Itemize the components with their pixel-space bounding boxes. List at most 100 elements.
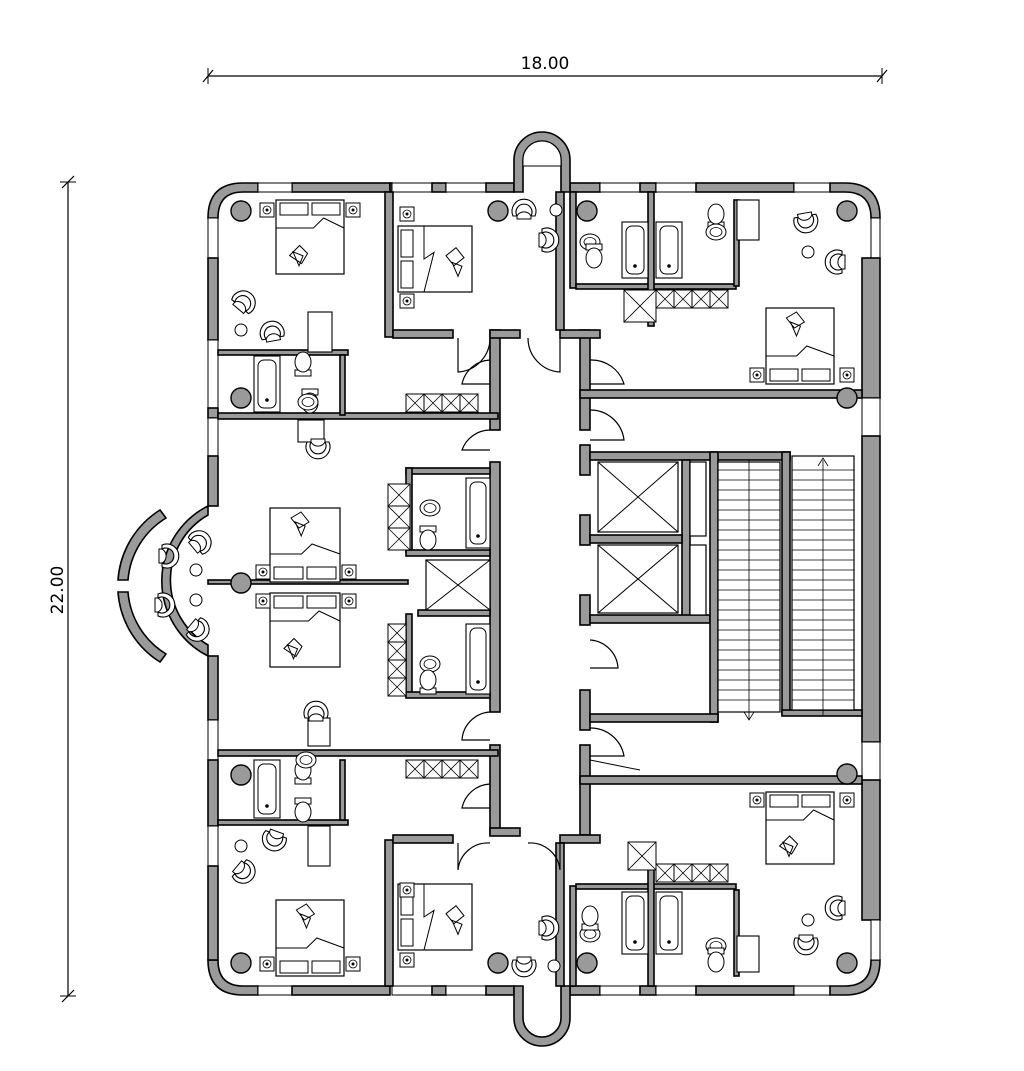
bed — [397, 225, 473, 293]
wardrobe — [655, 863, 729, 883]
toilet — [707, 947, 725, 973]
nightstand — [345, 956, 361, 972]
armchair — [158, 543, 180, 569]
wardrobe — [405, 393, 479, 413]
pillow-throw — [445, 904, 465, 936]
armchair — [305, 438, 331, 460]
pillow-throw — [288, 244, 309, 268]
toilet — [419, 525, 437, 551]
nightstand — [399, 206, 415, 222]
height-label: 22.00 — [48, 566, 68, 615]
side-table — [801, 245, 815, 259]
pillow-throw — [290, 511, 310, 538]
nightstand — [399, 882, 415, 898]
pillow — [400, 918, 414, 947]
pillow — [273, 595, 304, 609]
pillow — [400, 229, 414, 258]
toilet — [581, 905, 599, 931]
column — [230, 952, 252, 974]
nightstand — [255, 564, 271, 580]
pillow-throw — [445, 246, 465, 278]
wardrobe — [387, 623, 407, 697]
column — [836, 763, 858, 785]
interior-walls — [207, 191, 863, 987]
pillow — [273, 566, 304, 580]
wardrobe — [387, 505, 411, 551]
column — [836, 387, 858, 409]
column — [230, 572, 252, 594]
side-table — [234, 839, 248, 853]
side-table — [189, 563, 203, 577]
armchair — [187, 530, 212, 555]
bathtub — [655, 221, 683, 279]
column — [487, 952, 509, 974]
staircase — [717, 455, 855, 721]
sink — [295, 751, 317, 769]
bathtub — [621, 221, 649, 279]
pillow-throw — [283, 637, 303, 661]
bed — [765, 307, 835, 385]
elevators — [425, 461, 707, 616]
nightstand — [341, 564, 357, 580]
nightstand — [259, 202, 275, 218]
pillow-throw — [785, 311, 806, 338]
toilet — [294, 797, 312, 823]
pillow — [311, 202, 341, 216]
bed — [397, 883, 473, 951]
side-table — [801, 913, 815, 927]
column — [576, 952, 598, 974]
pillow — [306, 595, 337, 609]
pillow — [769, 794, 799, 808]
desk — [307, 311, 333, 353]
armchair — [185, 617, 210, 642]
wardrobe — [627, 841, 657, 871]
bed — [269, 507, 341, 583]
armchair — [259, 320, 285, 343]
column — [230, 764, 252, 786]
column — [576, 200, 598, 222]
column — [836, 200, 858, 222]
armchair — [824, 249, 846, 275]
height-dimension: 22.00 — [48, 175, 76, 1003]
desk — [307, 825, 331, 867]
desk — [736, 199, 760, 241]
nightstand — [341, 593, 357, 609]
bathtub — [465, 477, 491, 549]
nightstand — [345, 202, 361, 218]
pillow-throw — [295, 903, 316, 930]
sink — [419, 655, 441, 673]
column — [836, 952, 858, 974]
wardrobe — [623, 289, 657, 323]
bed — [275, 199, 345, 275]
bathtub — [253, 355, 281, 413]
bed — [765, 791, 835, 865]
width-dimension: 18.00 — [202, 54, 888, 84]
toilet — [419, 669, 437, 695]
pillow — [801, 368, 831, 382]
armchair — [824, 895, 846, 921]
armchair — [303, 700, 329, 722]
column — [230, 200, 252, 222]
toilet — [585, 243, 603, 269]
pillow — [279, 202, 309, 216]
armchair — [511, 956, 537, 978]
armchair — [538, 227, 560, 253]
pillow — [306, 566, 337, 580]
pillow — [801, 794, 831, 808]
armchair — [538, 915, 560, 941]
desk — [736, 935, 760, 973]
pillow — [279, 960, 309, 974]
bathtub — [655, 891, 683, 955]
bathtub — [621, 891, 649, 955]
nightstand — [255, 593, 271, 609]
nightstand — [399, 293, 415, 309]
pillow — [311, 960, 341, 974]
toilet — [294, 351, 312, 377]
column — [230, 387, 252, 409]
side-table — [189, 593, 203, 607]
nightstand — [839, 367, 855, 383]
doors — [457, 337, 641, 871]
pillow — [769, 368, 799, 382]
armchair — [154, 592, 176, 618]
side-table — [547, 959, 561, 973]
